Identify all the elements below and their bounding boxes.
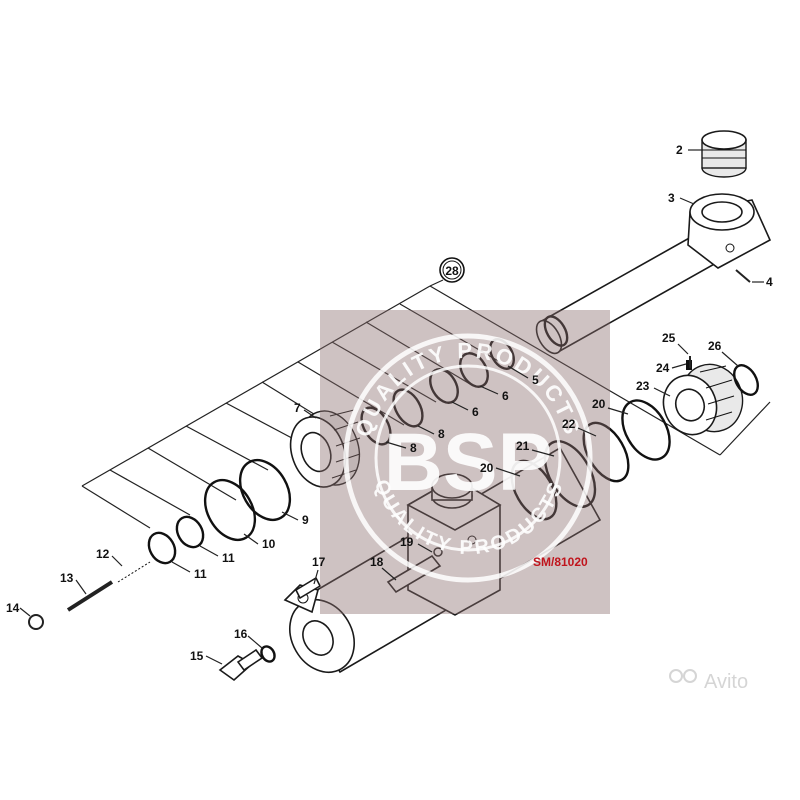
callout-17: 17: [312, 555, 326, 569]
piston-rod: [535, 130, 772, 355]
callout-10: 10: [262, 537, 276, 551]
source-mark: Avito: [669, 669, 748, 693]
watermark-panel: [320, 310, 610, 614]
callout-13: 13: [60, 571, 74, 585]
group-callout-circle: [439, 257, 465, 283]
callout-11-b: 11: [194, 567, 207, 581]
callout-7: 7: [294, 401, 301, 415]
cylinder-barrel: [283, 446, 602, 674]
callout-9: 9: [302, 513, 309, 527]
callout-22: 22: [562, 417, 576, 431]
callout-3: 3: [668, 191, 675, 205]
callout-25: 25: [662, 331, 676, 345]
callout-14: 14: [6, 601, 20, 615]
watermark: QUALITY PRODUCTS QUALITY PRODUCTS BSP: [320, 310, 610, 614]
callout-23: 23: [636, 379, 650, 393]
callout-4: 4: [766, 275, 773, 289]
callout-20-b: 20: [592, 397, 606, 411]
kit-guide-lines: [81, 285, 771, 529]
callout-16: 16: [234, 627, 248, 641]
gland: [662, 360, 744, 436]
callout-11-a: 11: [222, 551, 235, 565]
group-callout-28: 28: [445, 264, 459, 278]
callout-15: 15: [190, 649, 204, 663]
callout-8-b: 8: [410, 441, 417, 455]
callout-18: 18: [370, 555, 384, 569]
callout-6-a: 6: [502, 389, 509, 403]
callout-labels: 2 3 4 5 6 6 7 8 8 9 10 11 11 12 13 14 15…: [6, 143, 773, 665]
watermark-logo: BSP: [384, 417, 553, 508]
callout-19: 19: [400, 535, 414, 549]
callout-20-a: 20: [480, 461, 494, 475]
callout-12: 12: [96, 547, 110, 561]
callout-2: 2: [676, 143, 683, 157]
callout-21: 21: [516, 439, 530, 453]
callout-24: 24: [656, 361, 670, 375]
source-mark-text: Avito: [704, 671, 748, 693]
part-number: SM/81020: [533, 555, 588, 569]
hardware: [28, 269, 751, 682]
callout-6-b: 6: [472, 405, 479, 419]
callout-5: 5: [532, 373, 539, 387]
callout-8-a: 8: [438, 427, 445, 441]
callout-26: 26: [708, 339, 722, 353]
